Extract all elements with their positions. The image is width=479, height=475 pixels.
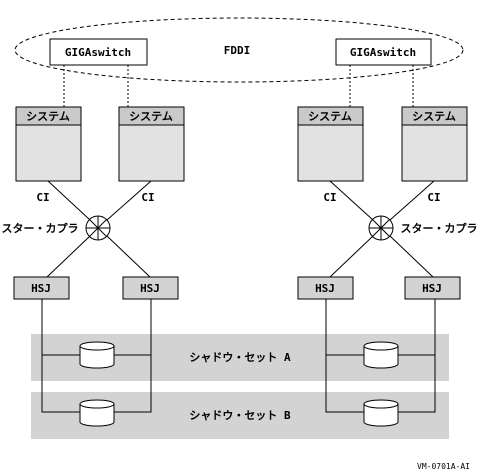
ci-label-1: CI bbox=[36, 191, 49, 204]
star-coupler-right bbox=[368, 215, 394, 241]
disk-a-right bbox=[363, 341, 399, 369]
shadow-set-b-label: シャドウ・セット B bbox=[189, 409, 291, 422]
svg-text:HSJ: HSJ bbox=[422, 282, 442, 295]
svg-text:HSJ: HSJ bbox=[140, 282, 160, 295]
hsj-1: HSJ bbox=[13, 276, 70, 300]
svg-text:GIGAswitch: GIGAswitch bbox=[350, 46, 416, 59]
svg-text:HSJ: HSJ bbox=[315, 282, 335, 295]
svg-text:GIGAswitch: GIGAswitch bbox=[65, 46, 131, 59]
star-coupler-left bbox=[85, 215, 111, 241]
ci-label-4: CI bbox=[427, 191, 440, 204]
hsj-2: HSJ bbox=[122, 276, 179, 300]
star-coupler-label-right: スター・カプラ bbox=[401, 221, 478, 235]
gigaswitch-left: GIGAswitch bbox=[49, 38, 148, 66]
svg-text:システム: システム bbox=[412, 110, 456, 123]
svg-text:システム: システム bbox=[26, 110, 70, 123]
switch-links bbox=[63, 65, 414, 107]
svg-text:システム: システム bbox=[129, 110, 173, 123]
system-1: システム bbox=[15, 106, 82, 182]
system-2: システム bbox=[118, 106, 185, 182]
gigaswitch-right: GIGAswitch bbox=[335, 38, 432, 66]
disk-b-left bbox=[79, 399, 115, 427]
hsj-4: HSJ bbox=[404, 276, 461, 300]
hsj-disk-wiring bbox=[41, 299, 436, 413]
fddi-ring bbox=[14, 17, 464, 83]
disk-b-right bbox=[363, 399, 399, 427]
ci-label-2: CI bbox=[141, 191, 154, 204]
svg-text:システム: システム bbox=[308, 110, 352, 123]
disk-a-left bbox=[79, 341, 115, 369]
ci-label-3: CI bbox=[323, 191, 336, 204]
system-4: システム bbox=[401, 106, 468, 182]
system-3: システム bbox=[297, 106, 364, 182]
shadow-set-a-label: シャドウ・セット A bbox=[189, 351, 291, 364]
svg-text:HSJ: HSJ bbox=[31, 282, 51, 295]
hsj-3: HSJ bbox=[297, 276, 354, 300]
star-coupler-label-left: スター・カプラ bbox=[2, 221, 79, 235]
figure-id: VM-0701A-AI bbox=[417, 462, 470, 471]
fddi-label: FDDI bbox=[224, 44, 251, 57]
ci-cables bbox=[46, 180, 435, 278]
